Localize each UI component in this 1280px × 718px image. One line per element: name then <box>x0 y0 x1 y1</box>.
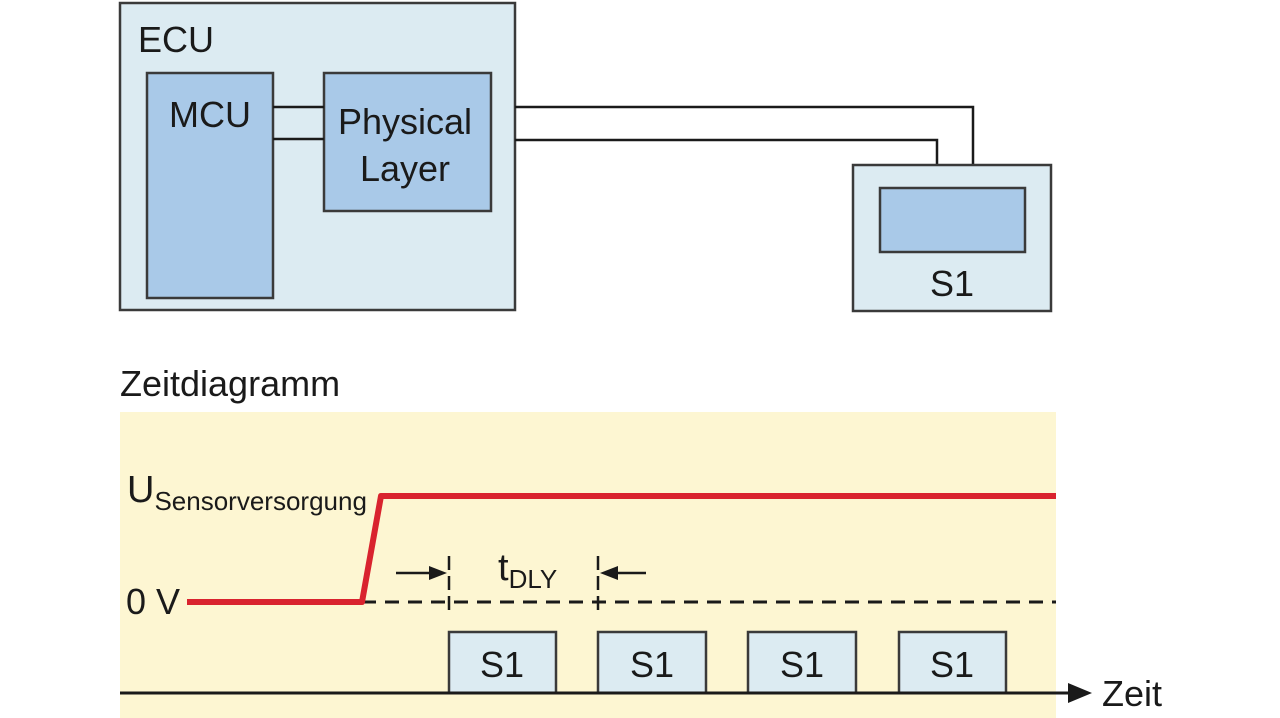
sensor-frame-label: S1 <box>480 644 524 685</box>
bus-wire-1 <box>515 105 975 188</box>
delay-arrow-right-head <box>600 566 618 580</box>
supply-label-main: U <box>127 469 154 511</box>
delay-label-sub: DLY <box>509 564 558 594</box>
time-axis-label: Zeit <box>1102 673 1162 714</box>
mcu-label: MCU <box>169 94 251 135</box>
sensor-frame-label: S1 <box>930 644 974 685</box>
sensor-frame: S1 <box>447 630 558 695</box>
physical-layer-box <box>322 71 493 213</box>
delay-label: tDLY <box>498 547 557 594</box>
time-axis-arrowhead <box>1068 683 1092 703</box>
physical-layer-label-line1: Physical <box>338 101 472 142</box>
delay-arrow-left-head <box>429 566 447 580</box>
sensor-frame: S1 <box>897 630 1008 695</box>
supply-label: USensorversorgung <box>127 469 367 516</box>
physical-layer-label-line2: Layer <box>360 148 450 189</box>
sensor-frame: S1 <box>746 630 858 695</box>
ecu-label: ECU <box>138 19 214 60</box>
zero-volt-label: 0 V <box>126 581 180 622</box>
sensor-inner-box <box>878 186 1027 254</box>
sensor-label: S1 <box>930 263 974 304</box>
delay-label-main: t <box>498 547 509 589</box>
mcu-box <box>145 71 275 300</box>
sensor-frame-label: S1 <box>780 644 824 685</box>
supply-voltage-line <box>187 493 1056 605</box>
sensor-frame: S1 <box>596 630 708 695</box>
sensor-frame-box <box>897 630 1008 695</box>
supply-label-sub: Sensorversorgung <box>154 486 366 516</box>
sensor-frame-label: S1 <box>630 644 674 685</box>
sensor-frame-box <box>746 630 858 695</box>
sensor-frame-box <box>447 630 558 695</box>
timing-title: Zeitdiagramm <box>120 363 340 404</box>
